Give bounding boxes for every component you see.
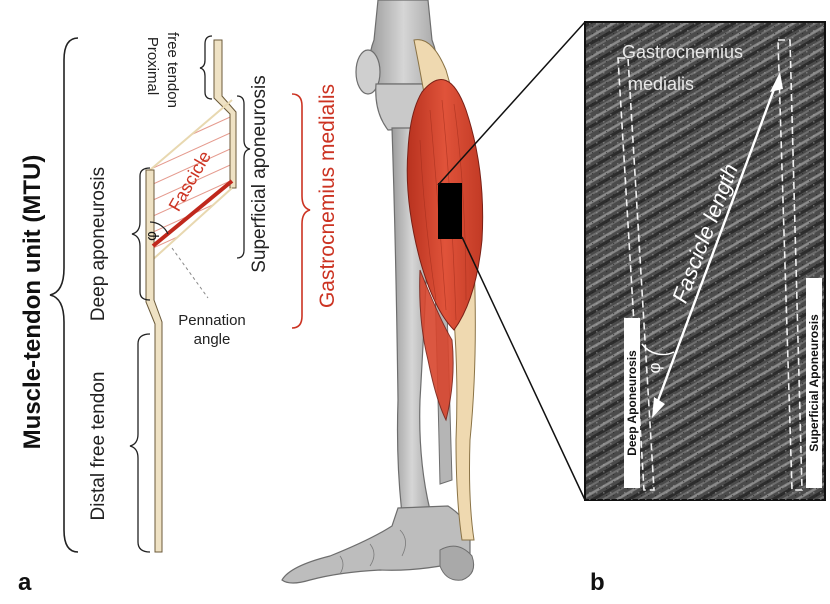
ultrasound-probe-region [438, 183, 462, 239]
us-muscle-label-1: Gastrocnemius [622, 42, 743, 62]
gastrocnemius-bracket [292, 94, 310, 328]
superficial-aponeurosis-strip [214, 40, 236, 188]
pennation-pointer [172, 248, 208, 298]
superficial-aponeurosis-label: Superficial aponeurosis [249, 75, 270, 273]
deep-aponeurosis-label: Deep aponeurosis [88, 167, 109, 321]
pennation-label-2: angle [194, 331, 231, 348]
zoom-line-bottom [462, 237, 585, 500]
distal-tendon-bracket [130, 334, 150, 552]
panel-a-label: a [18, 569, 32, 596]
panel-b-label: b [590, 569, 605, 596]
proximal-tendon-label-1: Proximal [144, 37, 161, 95]
proximal-tendon-bracket [200, 36, 212, 99]
mtu-label: Muscle-tendon unit (MTU) [19, 155, 46, 450]
us-muscle-label-2: medialis [628, 74, 694, 94]
distal-tendon-label: Distal free tendon [88, 372, 109, 521]
foot-bones [282, 506, 470, 583]
gastrocnemius-label: Gastrocnemius medialis [316, 84, 339, 308]
pennation-label-1: Pennation [178, 312, 246, 329]
deep-aponeurosis-strip [146, 170, 162, 552]
angle-symbol-b: φ [645, 362, 664, 373]
mtu-brace [50, 38, 78, 552]
fascicle-label: Fascicle [165, 147, 215, 214]
proximal-tendon-label-2: free tendon [164, 32, 181, 108]
angle-symbol-a: φ [143, 231, 160, 241]
us-superficial-aponeurosis-label: Superficial Aponeurosis [807, 314, 821, 452]
us-deep-aponeurosis-label: Deep Aponeurosis [625, 350, 639, 456]
